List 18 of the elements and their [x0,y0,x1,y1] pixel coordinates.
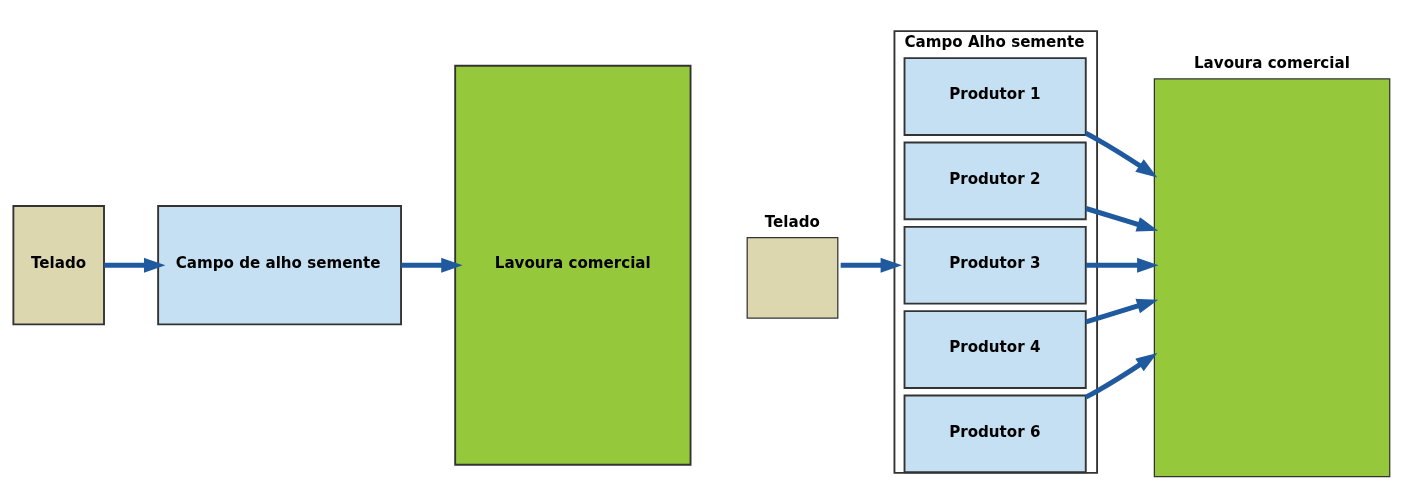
node-box: Produtor 4 [903,310,1087,389]
node-box: Produtor 6 [903,394,1087,474]
node-label: Telado [764,212,820,231]
arrow [1086,257,1159,273]
arrow [1085,298,1159,325]
node-label: Lavoura comercial [1194,54,1350,73]
node-box: Produtor 3 [903,225,1087,305]
node-box: Lavoura comercial [454,64,692,466]
node-box: Produtor 1 [903,57,1087,136]
arrow [104,257,166,273]
node-box: Telado [12,205,105,326]
node-box: Campo de alho semente [157,205,402,326]
arrow [1085,206,1159,232]
arrow [840,257,903,273]
arrow [1084,131,1158,178]
node-box: Produtor 2 [903,141,1087,221]
arrow [401,257,463,273]
arrow [1084,352,1158,400]
